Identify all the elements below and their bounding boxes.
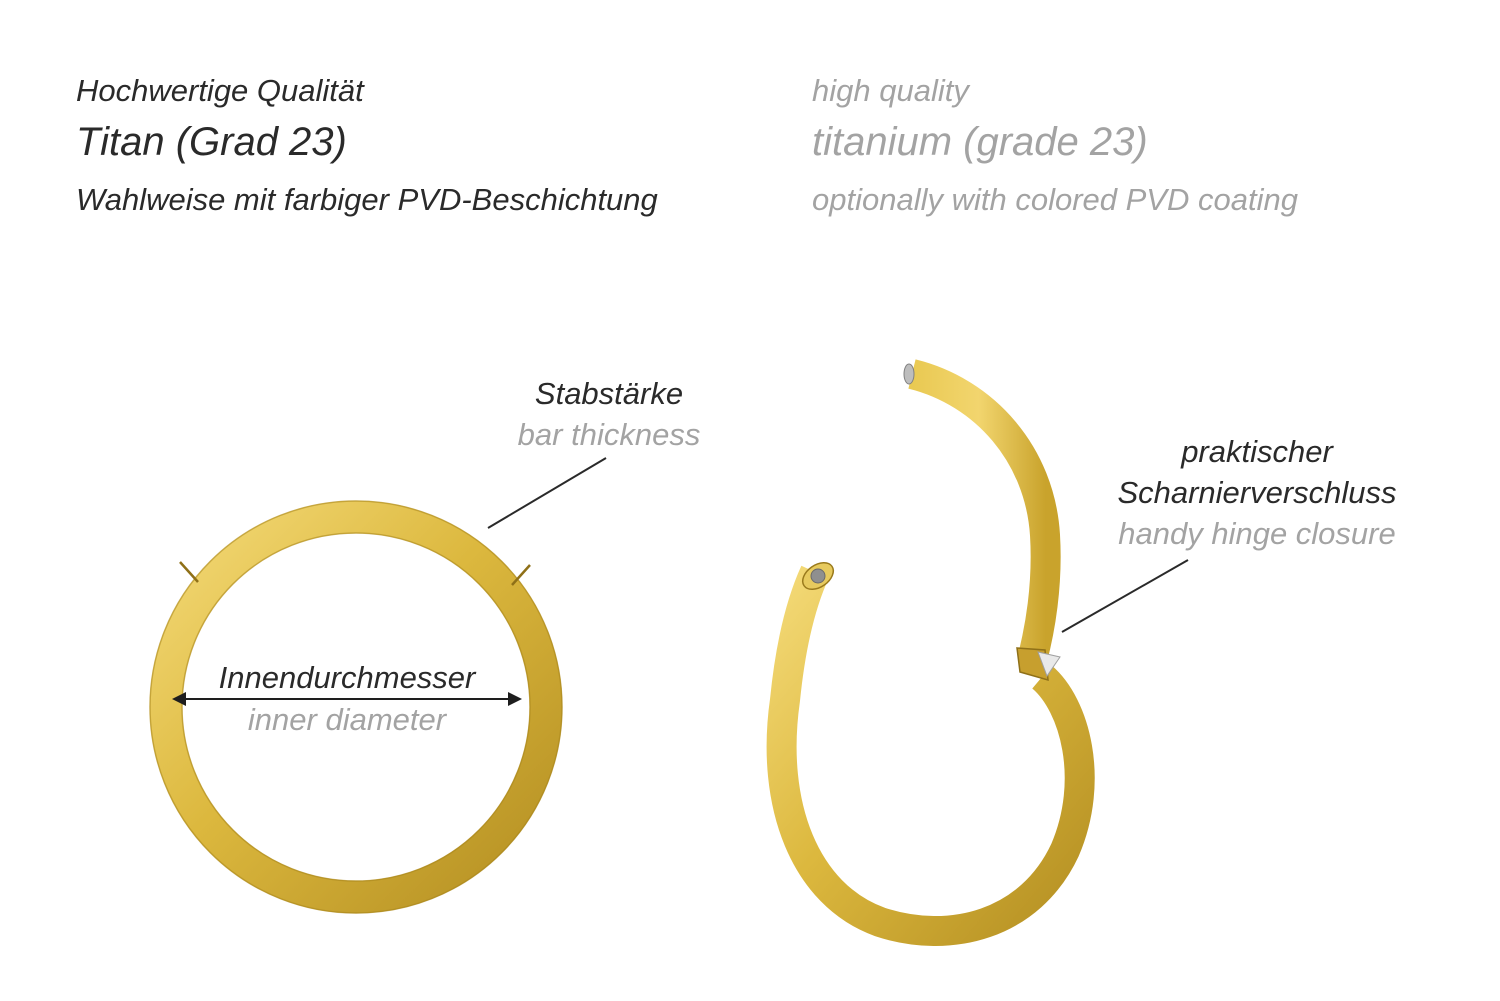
- header-coating-en: optionally with colored PVD coating: [812, 182, 1298, 217]
- closed-ring-seam-left: [179, 561, 199, 583]
- closed-ring: [149, 500, 563, 914]
- open-ring-hinge-joint: [1037, 651, 1061, 678]
- closed-ring-inner-edge: [181, 532, 531, 882]
- open-ring-pin-tip: [903, 363, 915, 385]
- open-ring: [766, 359, 1095, 946]
- label-hinge-de-line2: Scharnierverschluss: [1117, 475, 1397, 510]
- header-material-en: titanium (grade 23): [812, 120, 1148, 164]
- closed-ring-seam-right: [511, 564, 531, 586]
- arrow-head-right: [508, 692, 522, 706]
- label-hinge-en: handy hinge closure: [1118, 516, 1396, 551]
- bar-thickness-leader-line: [487, 457, 607, 529]
- arrow-head-left: [172, 692, 186, 706]
- hinge-leader-line: [1061, 559, 1189, 633]
- header-coating-de: Wahlweise mit farbiger PVD-Beschichtung: [76, 182, 658, 217]
- label-inner-diameter-de: Innendurchmesser: [218, 660, 476, 695]
- closed-ring-band: [149, 500, 563, 914]
- closed-ring-outer-edge: [149, 500, 563, 914]
- header-quality-en: high quality: [812, 73, 969, 108]
- inner-diameter-arrow: [172, 692, 522, 706]
- header-material-de: Titan (Grad 23): [76, 120, 347, 164]
- header-quality-de: Hochwertige Qualität: [76, 73, 364, 108]
- label-bar-thickness-de: Stabstärke: [534, 376, 684, 411]
- open-ring-pin-socket: [810, 568, 826, 584]
- label-hinge-de-line1: praktischer: [1181, 434, 1333, 469]
- open-ring-lower-arc: [766, 565, 1095, 946]
- label-inner-diameter-en: inner diameter: [247, 702, 447, 737]
- label-bar-thickness-en: bar thickness: [517, 417, 701, 452]
- open-ring-upper-arm: [908, 359, 1061, 664]
